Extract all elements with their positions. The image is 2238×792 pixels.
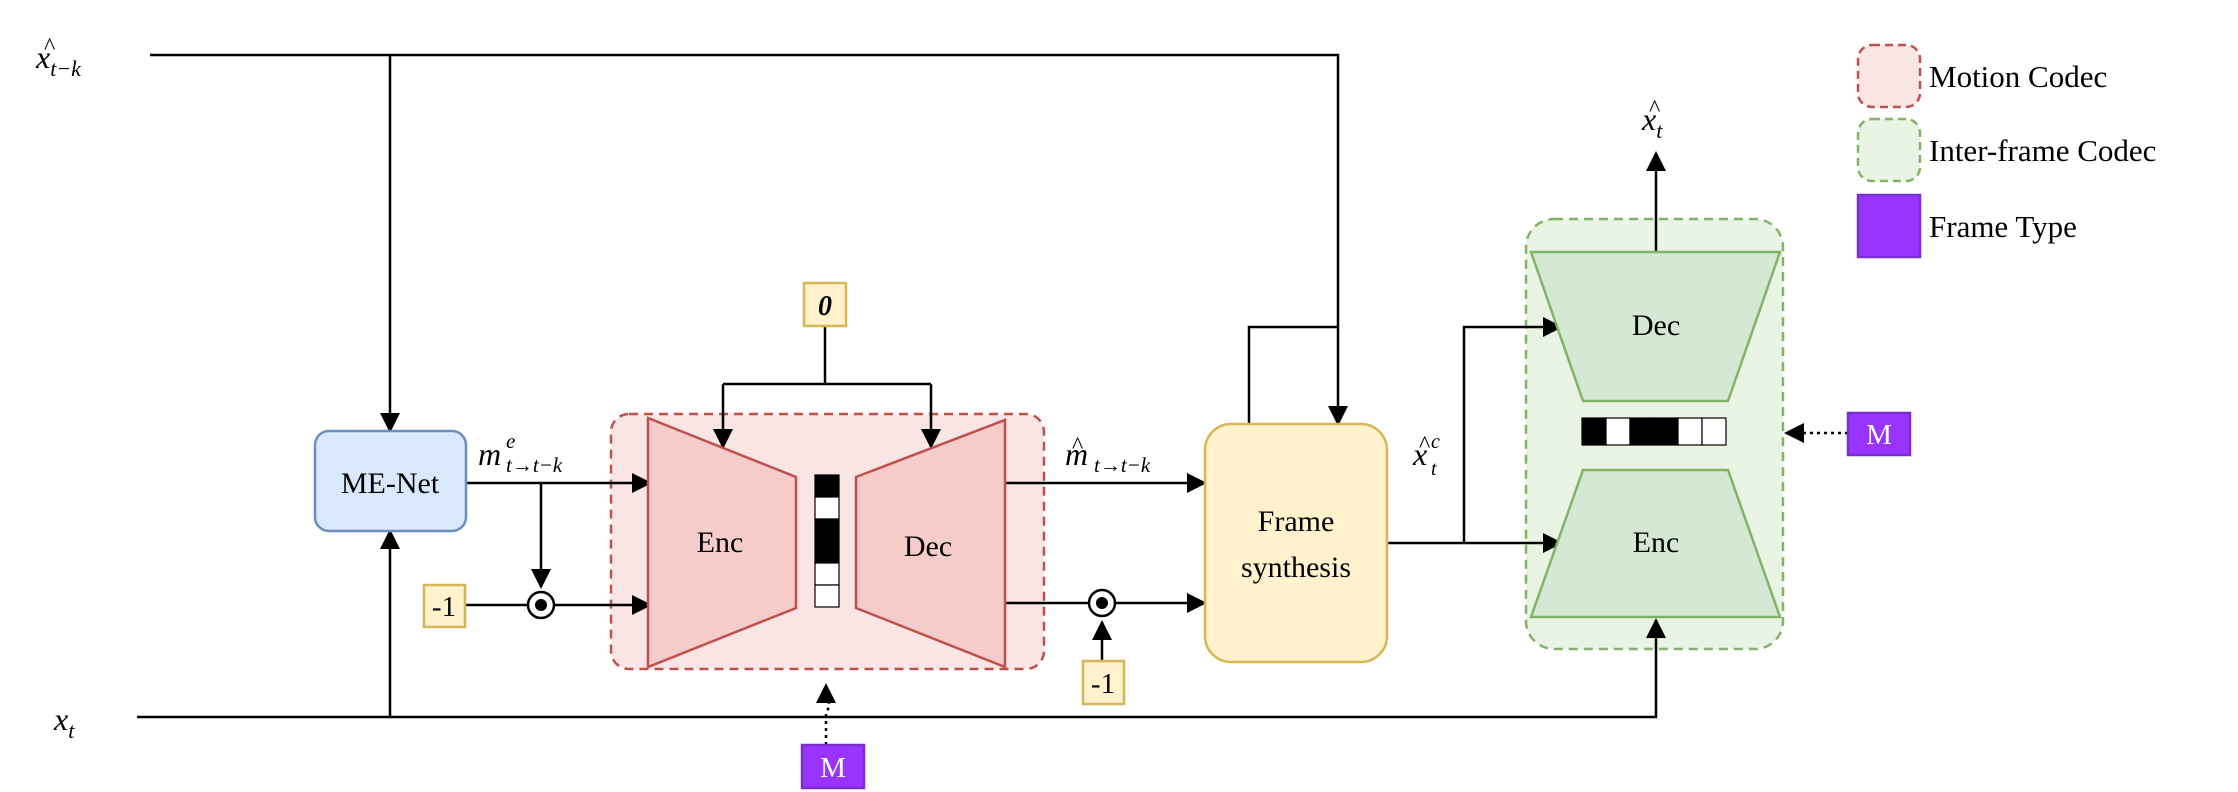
svg-text:e: e: [506, 429, 515, 453]
me-net-block: ME-Net: [313, 429, 468, 533]
svg-text:xt: xt: [1641, 101, 1663, 143]
zero-constant-box: 0: [802, 281, 848, 328]
ref-frame-label: ^ xt−k: [35, 34, 82, 81]
motion-estimate-label: m e t→t−k: [478, 429, 563, 477]
latent-bit: [1629, 417, 1655, 446]
zero-constant-label: 0: [818, 291, 832, 322]
frame-type-connections: [816, 423, 1848, 745]
frame-synthesis-block: Frame synthesis: [1203, 422, 1389, 664]
inter-decoder: Dec: [1529, 250, 1782, 403]
latent-bit: [814, 562, 840, 586]
ref-frame-hat: ^: [44, 34, 55, 60]
svg-text:t→t−k: t→t−k: [1094, 453, 1151, 477]
legend-swatch-inter-frame-codec: [1856, 117, 1922, 183]
multiply-operator-motion: [526, 590, 556, 620]
coarse-frame-label: ^ x c t: [1412, 431, 1440, 480]
frame-synthesis-label-line1: Frame: [1258, 505, 1335, 538]
svg-text:x: x: [1412, 436, 1427, 472]
inter-decoder-label: Dec: [1632, 309, 1680, 342]
latent-bit: [1605, 417, 1631, 446]
legend-label-frame-type: Frame Type: [1929, 209, 2077, 244]
latent-bit: [1581, 417, 1607, 446]
motion-encoder-label: Enc: [697, 526, 744, 559]
inter-latent-bits: [1581, 417, 1727, 446]
legend-item-inter-frame-codec: Inter-frame Codec: [1856, 117, 2156, 183]
inter-encoder-label: Enc: [1633, 526, 1680, 559]
connections: [137, 53, 1666, 719]
neg-one-constant-left: -1: [422, 583, 467, 629]
svg-text:m: m: [478, 436, 501, 472]
latent-bit: [814, 474, 840, 498]
svg-text:xt−k: xt−k: [35, 39, 82, 81]
frame-type-inter-label: M: [1866, 419, 1892, 451]
legend-swatch-frame-type: [1856, 193, 1922, 259]
cur-frame-label: xt: [53, 701, 75, 743]
me-net-label: ME-Net: [341, 467, 440, 500]
legend-label-inter-frame-codec: Inter-frame Codec: [1929, 133, 2156, 168]
latent-bit: [814, 518, 840, 542]
frame-synthesis-label-line2: synthesis: [1241, 551, 1351, 584]
legend-item-frame-type: Frame Type: [1856, 193, 2077, 259]
latent-bit: [1701, 417, 1727, 446]
latent-bit: [814, 540, 840, 564]
inter-encoder: Enc: [1529, 468, 1782, 619]
frame-type-inter: M: [1846, 411, 1912, 457]
latent-bit: [1677, 417, 1703, 446]
latent-bit: [814, 496, 840, 520]
motion-rec-hat: ^: [1072, 433, 1083, 459]
legend: Motion Codec Inter-frame Codec Frame Typ…: [1856, 43, 2156, 259]
output-frame-label: ^ xt: [1641, 96, 1663, 143]
frame-type-motion: M: [800, 743, 866, 790]
neg-one-right-label: -1: [1091, 668, 1115, 700]
neg-one-constant-right: -1: [1081, 659, 1126, 706]
svg-text:m: m: [1065, 436, 1088, 472]
coarse-frame-hat: ^: [1419, 432, 1430, 458]
svg-text:xt: xt: [53, 701, 75, 743]
legend-label-motion-codec: Motion Codec: [1929, 59, 2107, 94]
latent-bit: [814, 584, 840, 608]
frame-type-motion-label: M: [820, 752, 846, 784]
motion-latent-bits: [814, 474, 840, 608]
svg-text:t→t−k: t→t−k: [506, 453, 563, 477]
motion-reconstructed-label: ^ m t→t−k: [1065, 433, 1151, 477]
latent-bit: [1653, 417, 1679, 446]
legend-swatch-motion-codec: [1856, 43, 1922, 109]
neg-one-left-label: -1: [432, 591, 456, 623]
motion-decoder: Dec: [854, 418, 1007, 669]
output-frame-hat: ^: [1649, 96, 1660, 122]
svg-text:t: t: [1431, 458, 1437, 480]
motion-encoder: Enc: [646, 416, 798, 669]
multiply-operator-residual: [1087, 588, 1117, 618]
motion-decoder-label: Dec: [904, 530, 952, 563]
svg-text:c: c: [1431, 431, 1440, 453]
legend-item-motion-codec: Motion Codec: [1856, 43, 2107, 109]
